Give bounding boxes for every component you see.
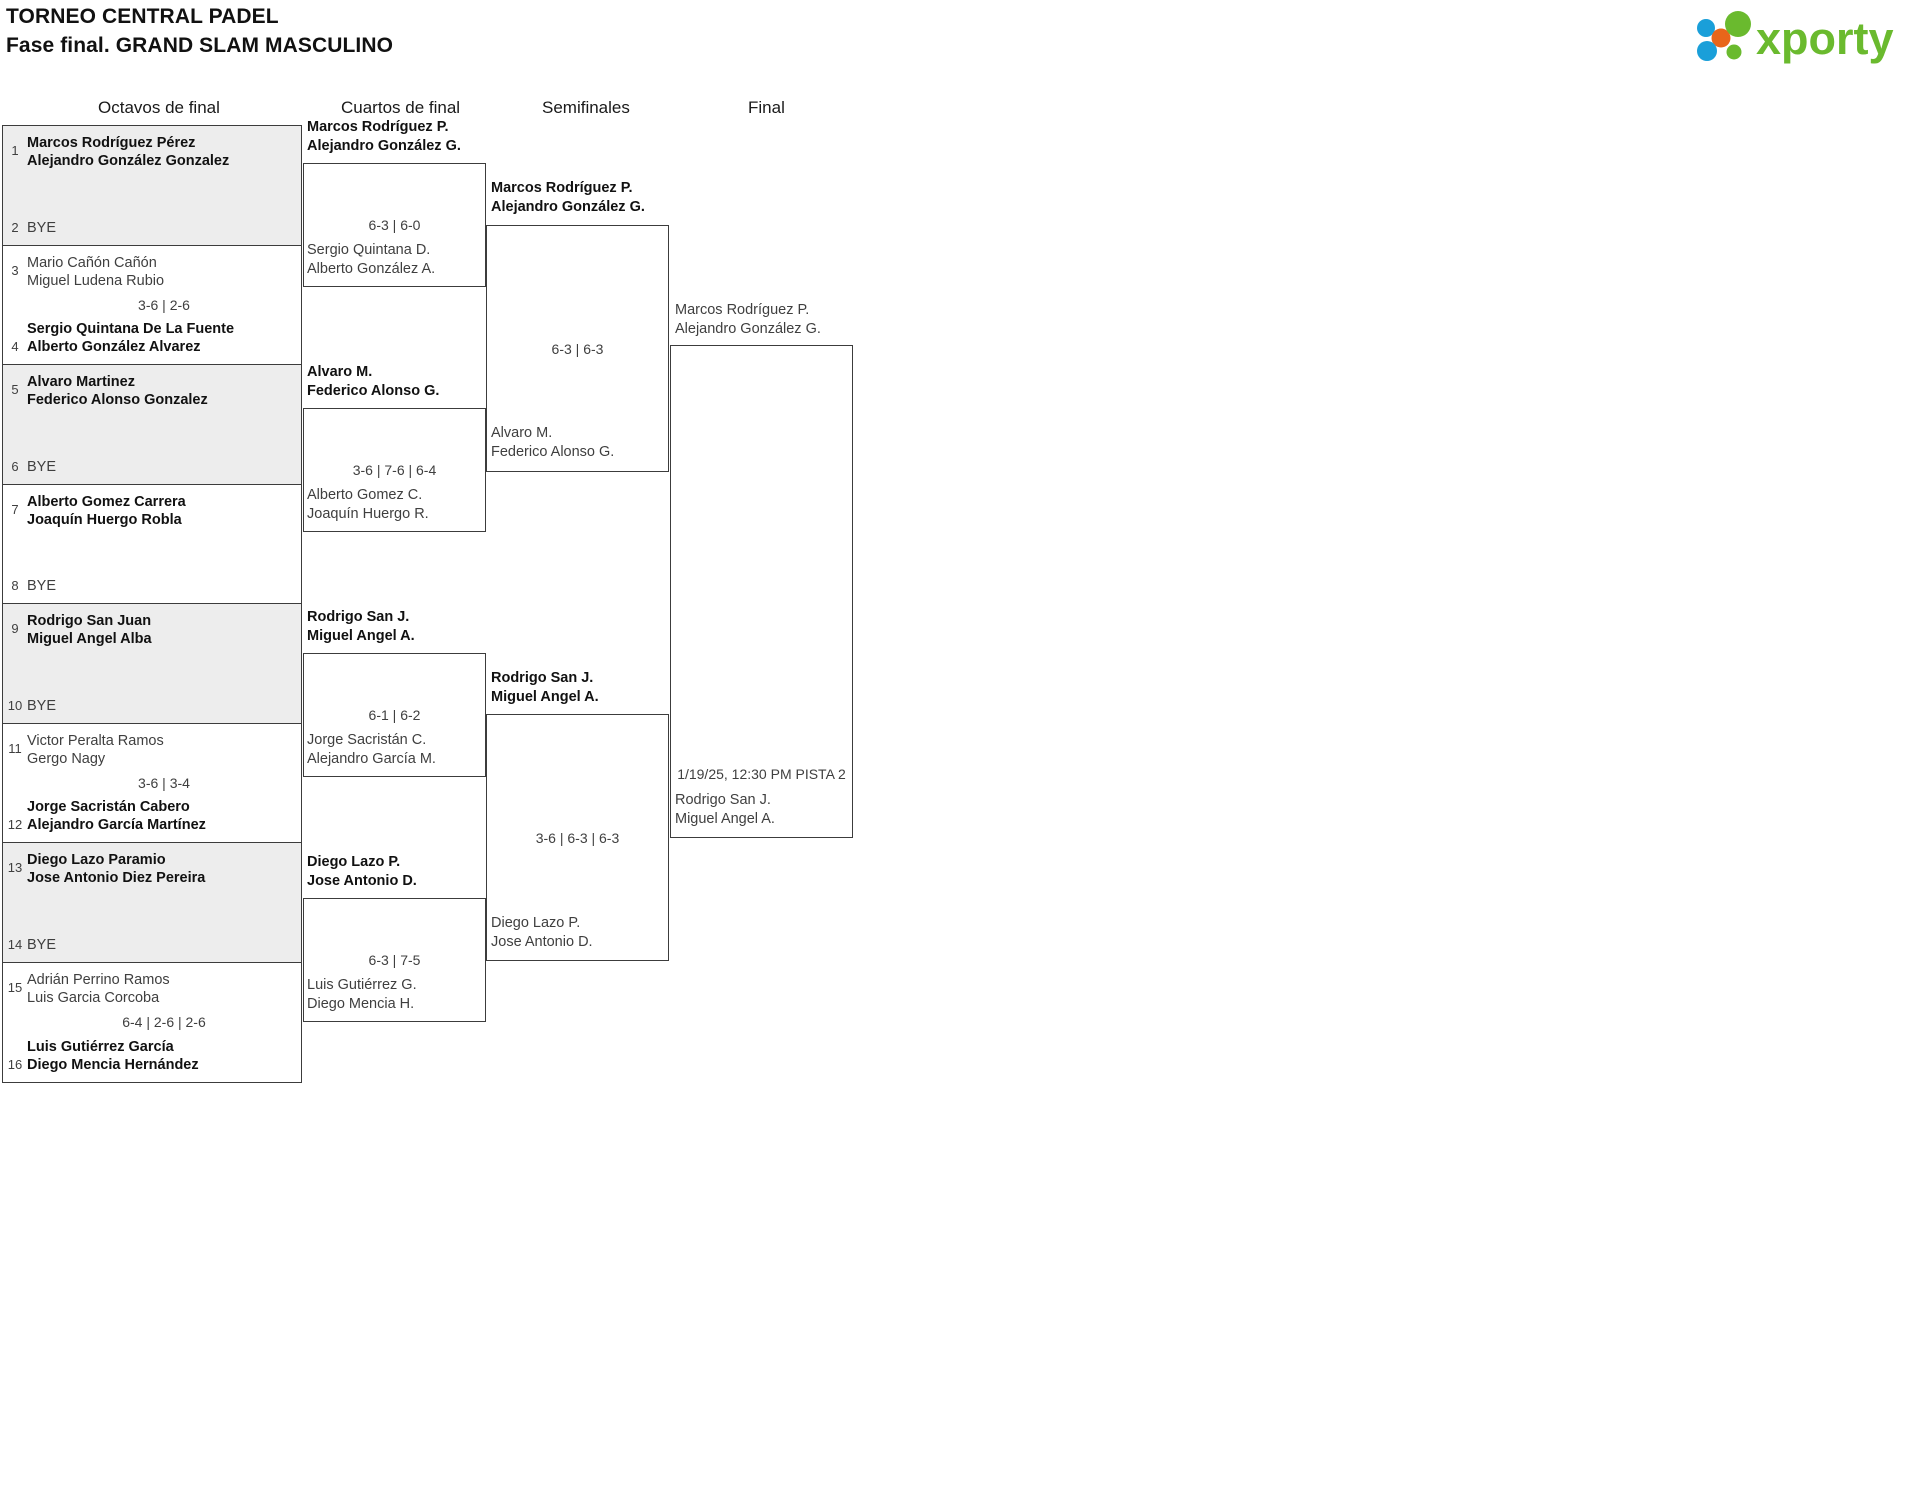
round-header-semis: Semifinales — [542, 98, 630, 117]
phase-name: Fase final. GRAND SLAM MASCULINO — [6, 34, 394, 57]
round-header-final: Final — [748, 98, 785, 117]
round-header-octavos: Octavos de final — [98, 98, 220, 117]
team-name: Alberto Gomez Carrera Joaquín Huergo Rob… — [27, 493, 186, 528]
round-of-16-table: 1 Marcos Rodríguez Pérez Alejandro Gonzá… — [2, 125, 302, 1083]
r16-match[interactable]: 3 Mario Cañón Cañón Miguel Ludena Rubio … — [3, 245, 301, 365]
team-name: BYE — [27, 578, 57, 594]
team-name: BYE — [27, 219, 57, 236]
xporty-logo-icon: xporty — [1697, 11, 1894, 64]
r16-slot-top: 3 Mario Cañón Cañón Miguel Ludena Rubio — [3, 254, 301, 290]
r16-match[interactable]: 7 Alberto Gomez Carrera Joaquín Huergo R… — [3, 484, 301, 604]
match-score: 3-6 | 3-4 — [138, 774, 190, 791]
team-name: BYE — [27, 936, 57, 953]
r16-slot-top: 7 Alberto Gomez Carrera Joaquín Huergo R… — [3, 493, 301, 529]
qf-loser-name: Luis Gutiérrez G. Diego Mencia H. — [307, 977, 417, 1012]
match-score: 3-6 | 2-6 — [138, 296, 190, 313]
final-schedule: 1/19/25, 12:30 PM PISTA 2 — [677, 766, 846, 782]
sf-match-box[interactable]: 6-3 | 6-3 — [486, 225, 669, 472]
team-name: Adrián Perrino Ramos Luis Garcia Corcoba — [27, 971, 170, 1006]
qf-match-box[interactable]: 6-3 | 7-5 — [303, 898, 486, 1022]
seed-number: 10 — [7, 697, 23, 713]
qf-winner-name: Alvaro M. Federico Alonso G. — [307, 364, 440, 399]
final-match-box[interactable]: 1/19/25, 12:30 PM PISTA 2 — [670, 345, 853, 838]
final-top-team-name: Marcos Rodríguez P. Alejandro González G… — [675, 302, 821, 337]
match-score: 6-3 | 7-5 — [368, 952, 421, 968]
match-score: 6-3 | 6-0 — [368, 217, 421, 233]
qf-winner-name: Marcos Rodríguez P. Alejandro González G… — [307, 119, 461, 154]
sf-loser-name: Diego Lazo P. Jose Antonio D. — [491, 915, 593, 950]
match-score: 6-3 | 6-3 — [551, 340, 604, 357]
r16-slot-top: 1 Marcos Rodríguez Pérez Alejandro Gonzá… — [3, 134, 301, 170]
round-header-cuartos: Cuartos de final — [341, 98, 461, 117]
team-name: Luis Gutiérrez García Diego Mencia Herná… — [27, 1039, 199, 1073]
r16-slot-bottom: 16 Luis Gutiérrez García Diego Mencia He… — [3, 1038, 301, 1074]
final-bottom-team-name: Rodrigo San J. Miguel Angel A. — [675, 792, 775, 827]
seed-number: 16 — [7, 1057, 23, 1072]
xporty-logo[interactable]: xporty — [1690, 8, 1908, 64]
r16-slot-top: 5 Alvaro Martinez Federico Alonso Gonzal… — [3, 373, 301, 409]
qf-match-box[interactable]: 6-3 | 6-0 — [303, 163, 486, 287]
page-title: TORNEO CENTRAL PADEL Fase final. GRAND S… — [6, 2, 393, 60]
team-name: Marcos Rodríguez Pérez Alejandro Gonzále… — [27, 135, 230, 169]
sf-loser-name: Alvaro M. Federico Alonso G. — [491, 425, 615, 460]
qf-loser-name: Jorge Sacristán C. Alejandro García M. — [307, 732, 436, 767]
seed-number: 7 — [11, 501, 19, 517]
team-name: BYE — [27, 458, 57, 475]
match-score: 6-1 | 6-2 — [368, 707, 421, 723]
r16-slot-bottom: 8 BYE — [3, 577, 301, 595]
team-name: Diego Lazo Paramio Jose Antonio Diez Per… — [27, 852, 206, 886]
r16-match[interactable]: 11 Victor Peralta Ramos Gergo Nagy 12 Jo… — [3, 723, 301, 843]
seed-number: 6 — [11, 458, 19, 474]
seed-number: 9 — [11, 621, 19, 636]
seed-number: 1 — [11, 143, 19, 158]
seed-number: 11 — [8, 740, 22, 756]
team-name: Sergio Quintana De La Fuente Alberto Gon… — [27, 321, 235, 355]
team-name: Rodrigo San Juan Miguel Angel Alba — [27, 613, 152, 647]
r16-match[interactable]: 9 Rodrigo San Juan Miguel Angel Alba 10 … — [3, 604, 301, 724]
r16-slot-bottom: 6 BYE — [3, 458, 301, 476]
qf-winner-name: Rodrigo San J. Miguel Angel A. — [307, 609, 415, 644]
team-name: Mario Cañón Cañón Miguel Ludena Rubio — [27, 254, 165, 289]
r16-match[interactable]: 5 Alvaro Martinez Federico Alonso Gonzal… — [3, 365, 301, 485]
r16-slot-top: 11 Victor Peralta Ramos Gergo Nagy — [3, 732, 301, 768]
seed-number: 8 — [11, 578, 19, 593]
seed-number: 14 — [7, 936, 23, 952]
qf-match-box[interactable]: 3-6 | 7-6 | 6-4 — [303, 408, 486, 532]
seed-number: 2 — [11, 219, 19, 235]
sf-winner-name: Rodrigo San J. Miguel Angel A. — [491, 670, 599, 705]
r16-slot-top: 13 Diego Lazo Paramio Jose Antonio Diez … — [3, 851, 301, 887]
qf-loser-name: Sergio Quintana D. Alberto González A. — [307, 242, 436, 277]
seed-number: 13 — [7, 860, 23, 875]
sf-match-box[interactable]: 3-6 | 6-3 | 6-3 — [486, 714, 669, 961]
r16-slot-top: 9 Rodrigo San Juan Miguel Angel Alba — [3, 612, 301, 648]
seed-number: 4 — [11, 339, 19, 354]
qf-match-box[interactable]: 6-1 | 6-2 — [303, 653, 486, 777]
r16-slot-bottom: 14 BYE — [3, 936, 301, 954]
svg-text:xporty: xporty — [1756, 13, 1894, 64]
team-name: Alvaro Martinez Federico Alonso Gonzalez — [27, 374, 208, 408]
r16-slot-bottom: 10 BYE — [3, 697, 301, 715]
match-score: 3-6 | 7-6 | 6-4 — [352, 462, 437, 478]
r16-slot-bottom: 12 Jorge Sacristán Cabero Alejandro Garc… — [3, 798, 301, 834]
team-name: BYE — [27, 697, 57, 714]
seed-number: 15 — [7, 979, 23, 995]
seed-number: 3 — [11, 262, 19, 278]
qf-loser-name: Alberto Gomez C. Joaquín Huergo R. — [307, 487, 429, 522]
r16-match[interactable]: 1 Marcos Rodríguez Pérez Alejandro Gonzá… — [3, 126, 301, 246]
team-name: Victor Peralta Ramos Gergo Nagy — [27, 732, 164, 767]
seed-number: 12 — [7, 817, 23, 832]
tournament-name: TORNEO CENTRAL PADEL — [6, 5, 279, 28]
r16-match[interactable]: 13 Diego Lazo Paramio Jose Antonio Diez … — [3, 843, 301, 963]
r16-slot-bottom: 4 Sergio Quintana De La Fuente Alberto G… — [3, 320, 301, 356]
r16-slot-bottom: 2 BYE — [3, 219, 301, 237]
r16-slot-top: 15 Adrián Perrino Ramos Luis Garcia Corc… — [3, 971, 301, 1007]
sf-winner-name: Marcos Rodríguez P. Alejandro González G… — [491, 180, 645, 215]
match-score: 6-4 | 2-6 | 2-6 — [122, 1014, 206, 1031]
qf-winner-name: Diego Lazo P. Jose Antonio D. — [307, 854, 417, 889]
team-name: Jorge Sacristán Cabero Alejandro García … — [27, 799, 206, 833]
match-score: 3-6 | 6-3 | 6-3 — [535, 829, 620, 846]
r16-match[interactable]: 15 Adrián Perrino Ramos Luis Garcia Corc… — [3, 962, 301, 1082]
seed-number: 5 — [11, 382, 19, 397]
